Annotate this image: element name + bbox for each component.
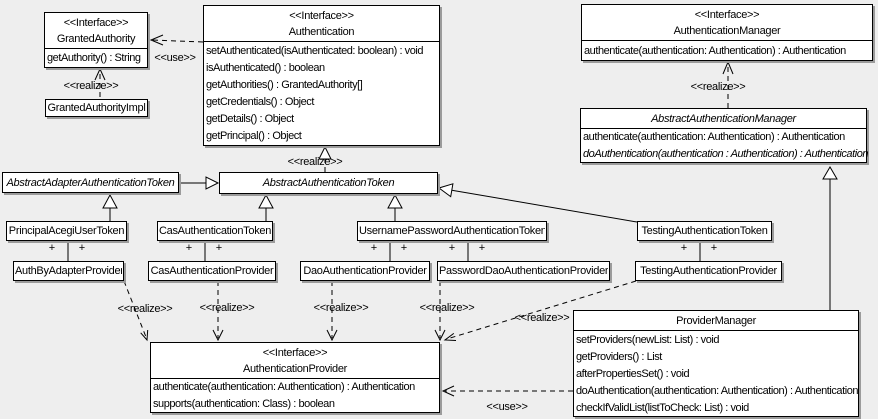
class-testing-authentication-token[interactable]: TestingAuthenticationToken [637,221,772,241]
assoc-end-plus: + [370,242,378,254]
edge-gen-principaltoken [102,193,118,221]
assoc-end-plus: + [78,242,86,254]
method: authenticate(authentication: Authenticat… [153,381,415,394]
label-use-grantedauthority: <<use>> [154,52,196,64]
class-cas-authentication-token[interactable]: CasAuthenticationToken [157,221,273,241]
method: doAuthentication(authentication: Authent… [576,384,859,397]
class-name: CasAuthenticationToken [159,225,271,237]
class-name: AbstractAuthenticationManager [651,113,796,125]
class-name: Authentication [288,26,355,38]
edge-gen-abstractadapter [179,176,220,190]
method: getAuthorities() : GrantedAuthority[] [206,78,363,91]
label-realize-authbyadapterprovider: <<realize>> [117,303,173,315]
method: getDetails() : Object [206,113,294,126]
method: authenticate(authentication: Authenticat… [583,131,845,144]
class-name: AuthenticationProvider [242,363,348,375]
stereotype: <<Interface>> [694,9,760,21]
method: setAuthenticated(isAuthenticated: boolea… [206,44,424,57]
edge-gen-testingtoken [437,183,638,223]
assoc-end-plus: + [400,242,408,254]
class-testing-authentication-provider[interactable]: TestingAuthenticationProvider [635,261,782,281]
method: supports(authentication: Class) : boolea… [153,397,335,410]
class-name: DaoAuthenticationProvider [303,265,427,277]
class-name: AuthByAdapterProvider [15,265,122,277]
class-password-dao-authentication-provider[interactable]: PasswordDaoAuthenticationProvider [437,261,610,281]
edge-gen-castoken [258,193,274,221]
class-name: GrantedAuthority [56,33,136,45]
label-realize-abstractauthenticationmanager: <<realize>> [690,81,746,93]
assoc-end-plus: + [215,242,223,254]
assoc-end-plus: + [478,242,486,254]
class-name: AbstractAuthenticationToken [262,177,395,189]
label-realize-casprovider: <<realize>> [199,302,255,314]
class-dao-authentication-provider[interactable]: DaoAuthenticationProvider [300,261,430,281]
method: getPrincipal() : Object [206,130,302,143]
class-name: AuthenticationManager [673,25,781,37]
edge-gen-providermanager [822,166,838,310]
class-name: PrincipalAcegiUserToken [8,225,125,237]
stereotype: <<Interface>> [289,10,354,22]
method: setProviders(newList: List) : void [576,333,720,346]
method: getAuthority() : String [47,52,141,64]
class-name: ProviderManager [676,315,756,327]
method: checkIfValidList(listToCheck: List) : vo… [576,401,749,414]
method: isAuthenticated() : boolean [206,61,325,74]
assoc-end-plus: + [448,242,456,254]
class-name: CasAuthenticationProvider [150,265,274,277]
method: afterPropertiesSet() : void [576,367,690,380]
class-authentication[interactable]: <<Interface>> Authentication setAuthenti… [203,5,440,146]
stereotype: <<Interface>> [262,347,328,359]
class-username-password-authentication-token[interactable]: UsernamePasswordAuthenticationToken [357,221,547,241]
class-name: PasswordDaoAuthenticationProvider [439,265,608,277]
label-realize-grantedauthorityimpl: <<realize>> [63,80,119,92]
label-realize-passworddaoprovider: <<realize>> [419,302,475,314]
class-principal-acegi-user-token[interactable]: PrincipalAcegiUserToken [6,221,127,241]
class-cas-authentication-provider[interactable]: CasAuthenticationProvider [148,261,276,281]
edge-use-grantedauthority [149,34,204,46]
label-realize-daoprovider: <<realize>> [313,302,369,314]
label-realize-abstractauthenticationtoken: <<realize>> [287,156,343,168]
class-authentication-manager[interactable]: <<Interface>> AuthenticationManager auth… [581,4,873,61]
assoc-end-plus: + [680,242,688,254]
class-name: GrantedAuthorityImpl [47,102,146,114]
stereotype: <<Interface>> [63,17,129,29]
method-abstract: doAuthentication(authentication : Authen… [583,147,869,160]
label-realize-testingprovider: <<realize>> [514,312,570,324]
class-name: TestingAuthenticationProvider [640,265,777,277]
label-use-authenticationprovider: <<use>> [486,401,528,413]
class-abstract-authentication-manager[interactable]: AbstractAuthenticationManager authentica… [580,108,869,163]
method: getProviders() : List [576,350,662,363]
class-abstract-authentication-token[interactable]: AbstractAuthenticationToken [219,172,438,194]
assoc-end-plus: + [48,242,56,254]
class-authentication-provider[interactable]: <<Interface>> AuthenticationProvider aut… [150,342,440,413]
class-auth-by-adapter-provider[interactable]: AuthByAdapterProvider [13,261,124,281]
method: getCredentials() : Object [206,96,314,109]
class-name: UsernamePasswordAuthenticationToken [359,225,545,237]
class-name: AbstractAdapterAuthenticationToken [6,176,175,189]
class-granted-authority[interactable]: <<Interface>> GrantedAuthority getAuthor… [44,12,148,68]
class-abstract-adapter-authentication-token[interactable]: AbstractAdapterAuthenticationToken [2,172,179,193]
edge-use-authenticationprovider [441,385,573,397]
assoc-end-plus: + [710,242,718,254]
assoc-end-plus: + [185,242,193,254]
class-granted-authority-impl[interactable]: GrantedAuthorityImpl [45,99,148,117]
method: authenticate(authentication: Authenticat… [584,44,846,57]
class-provider-manager[interactable]: ProviderManager setProviders(newList: Li… [573,310,859,417]
edge-gen-usernamepasswordtoken [387,193,403,221]
class-name: TestingAuthenticationToken [641,225,768,237]
